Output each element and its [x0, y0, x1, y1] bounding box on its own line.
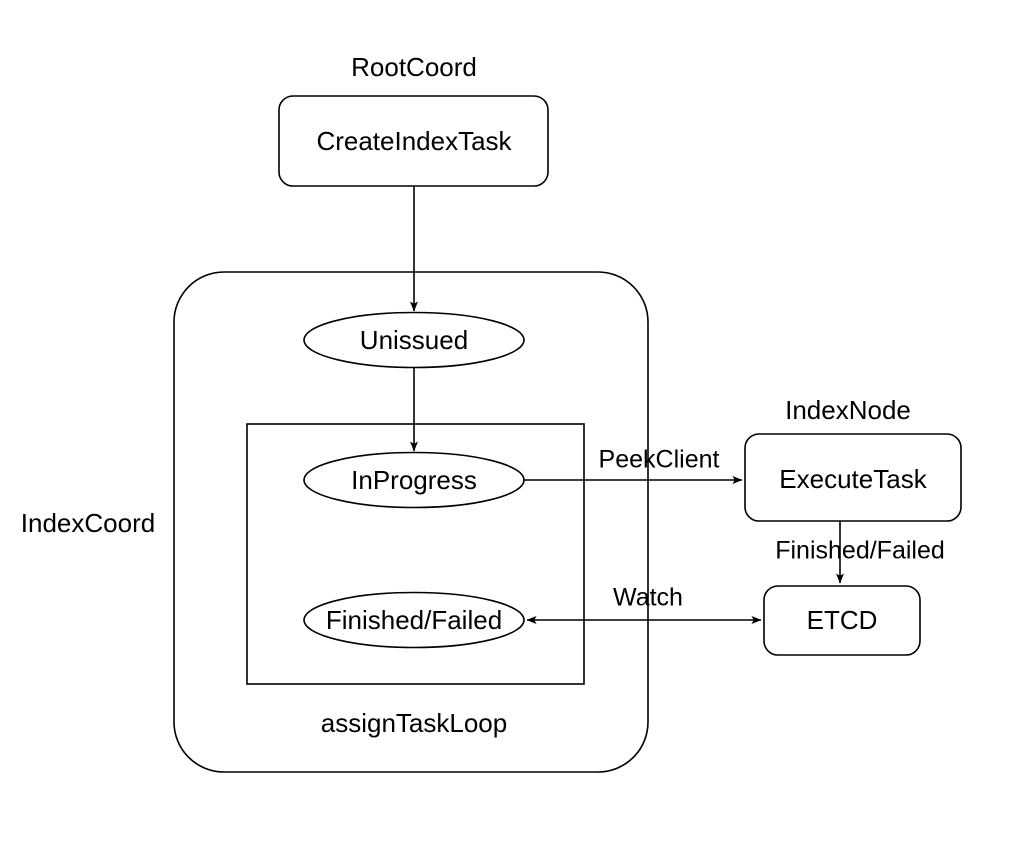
node-create-index-task-shape[interactable] [278, 95, 549, 187]
node-finished-failed-shape[interactable] [303, 591, 525, 649]
node-etcd-shape[interactable] [763, 585, 921, 656]
node-in-progress-shape[interactable] [303, 451, 525, 509]
node-unissued-shape[interactable] [303, 311, 525, 369]
node-execute-task-shape[interactable] [744, 433, 962, 522]
